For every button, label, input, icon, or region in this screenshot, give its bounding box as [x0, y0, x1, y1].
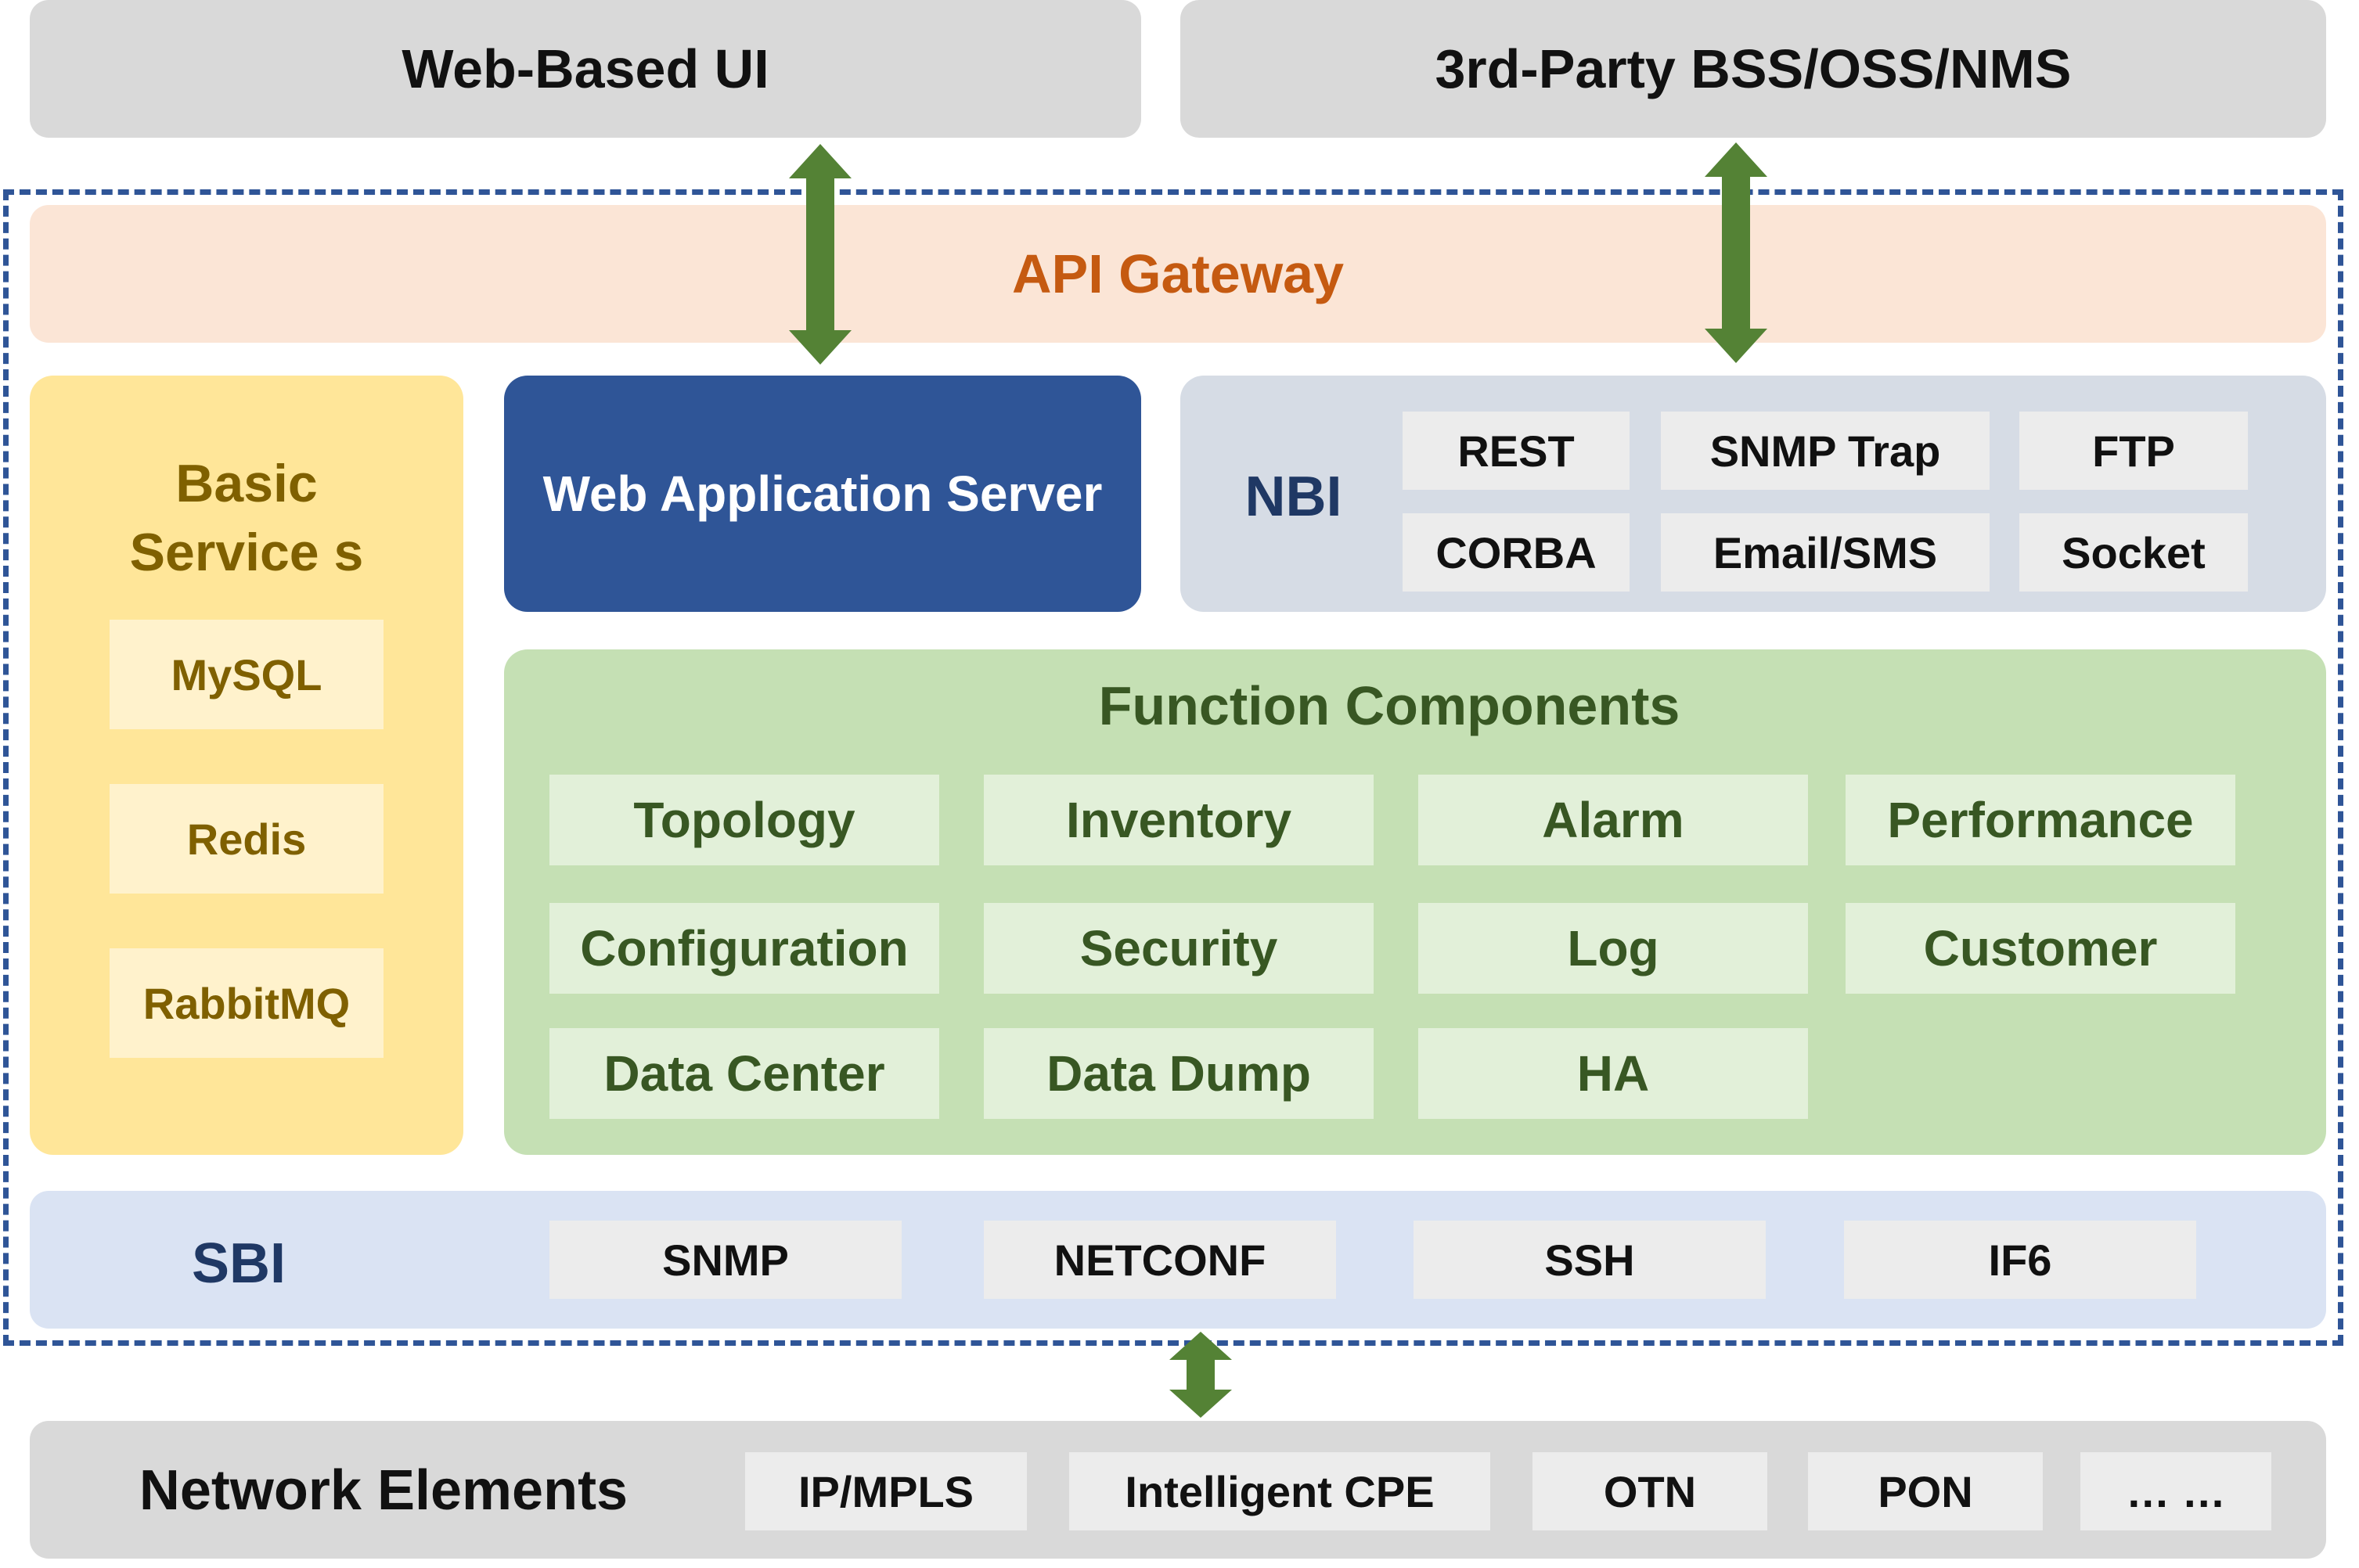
nbi-rest: REST [1403, 412, 1630, 490]
sbi-if6: IF6 [1844, 1221, 2196, 1299]
nbi-label: NBI [1244, 466, 1342, 528]
sbi-netconf: NETCONF [984, 1221, 1336, 1299]
third-party-label: 3rd-Party BSS/OSS/NMS [1435, 38, 2072, 99]
nbi-snmp-trap: SNMP Trap [1661, 412, 1990, 490]
arrow-web-ui-to-gateway [789, 144, 852, 365]
sbi-snmp: SNMP [549, 1221, 902, 1299]
function-alarm: Alarm [1418, 775, 1808, 865]
web-based-ui-box: Web-Based UI [30, 0, 1141, 138]
sbi-label: SBI [191, 1232, 286, 1295]
function-log: Log [1418, 903, 1808, 994]
arrow-sbi-to-network-elements [1169, 1332, 1232, 1418]
arrow-third-party-to-gateway [1705, 142, 1767, 363]
basic-services-title: Basic Service s [129, 454, 364, 582]
basic-service-rabbitmq: RabbitMQ [110, 948, 384, 1058]
function-data-center: Data Center [549, 1028, 939, 1119]
function-customer: Customer [1846, 903, 2235, 994]
api-gateway-bar: API Gateway [30, 205, 2326, 343]
function-topology: Topology [549, 775, 939, 865]
platform-dashed-border [3, 189, 2343, 1346]
nbi-socket: Socket [2019, 513, 2248, 592]
function-components-title: Function Components [1098, 675, 1680, 736]
network-elements-label: Network Elements [139, 1459, 628, 1522]
web-based-ui-label: Web-Based UI [402, 38, 769, 99]
web-application-server-box: Web Application Server [504, 376, 1141, 612]
function-performance: Performance [1846, 775, 2235, 865]
ne-more: … … [2080, 1452, 2271, 1530]
web-application-server-label: Web Application Server [542, 466, 1103, 522]
api-gateway-label: API Gateway [1011, 243, 1345, 304]
function-inventory: Inventory [984, 775, 1374, 865]
sbi-ssh: SSH [1414, 1221, 1766, 1299]
ne-otn: OTN [1532, 1452, 1767, 1530]
ne-ip-mpls: IP/MPLS [745, 1452, 1027, 1530]
function-security: Security [984, 903, 1374, 994]
function-data-dump: Data Dump [984, 1028, 1374, 1119]
ne-intelligent-cpe: Intelligent CPE [1069, 1452, 1490, 1530]
ne-pon: PON [1808, 1452, 2043, 1530]
function-ha: HA [1418, 1028, 1808, 1119]
nbi-ftp: FTP [2019, 412, 2248, 490]
nbi-corba: CORBA [1403, 513, 1630, 592]
basic-service-mysql: MySQL [110, 620, 384, 729]
nbi-email-sms: Email/SMS [1661, 513, 1990, 592]
third-party-box: 3rd-Party BSS/OSS/NMS [1180, 0, 2326, 138]
function-configuration: Configuration [549, 903, 939, 994]
basic-service-redis: Redis [110, 784, 384, 894]
